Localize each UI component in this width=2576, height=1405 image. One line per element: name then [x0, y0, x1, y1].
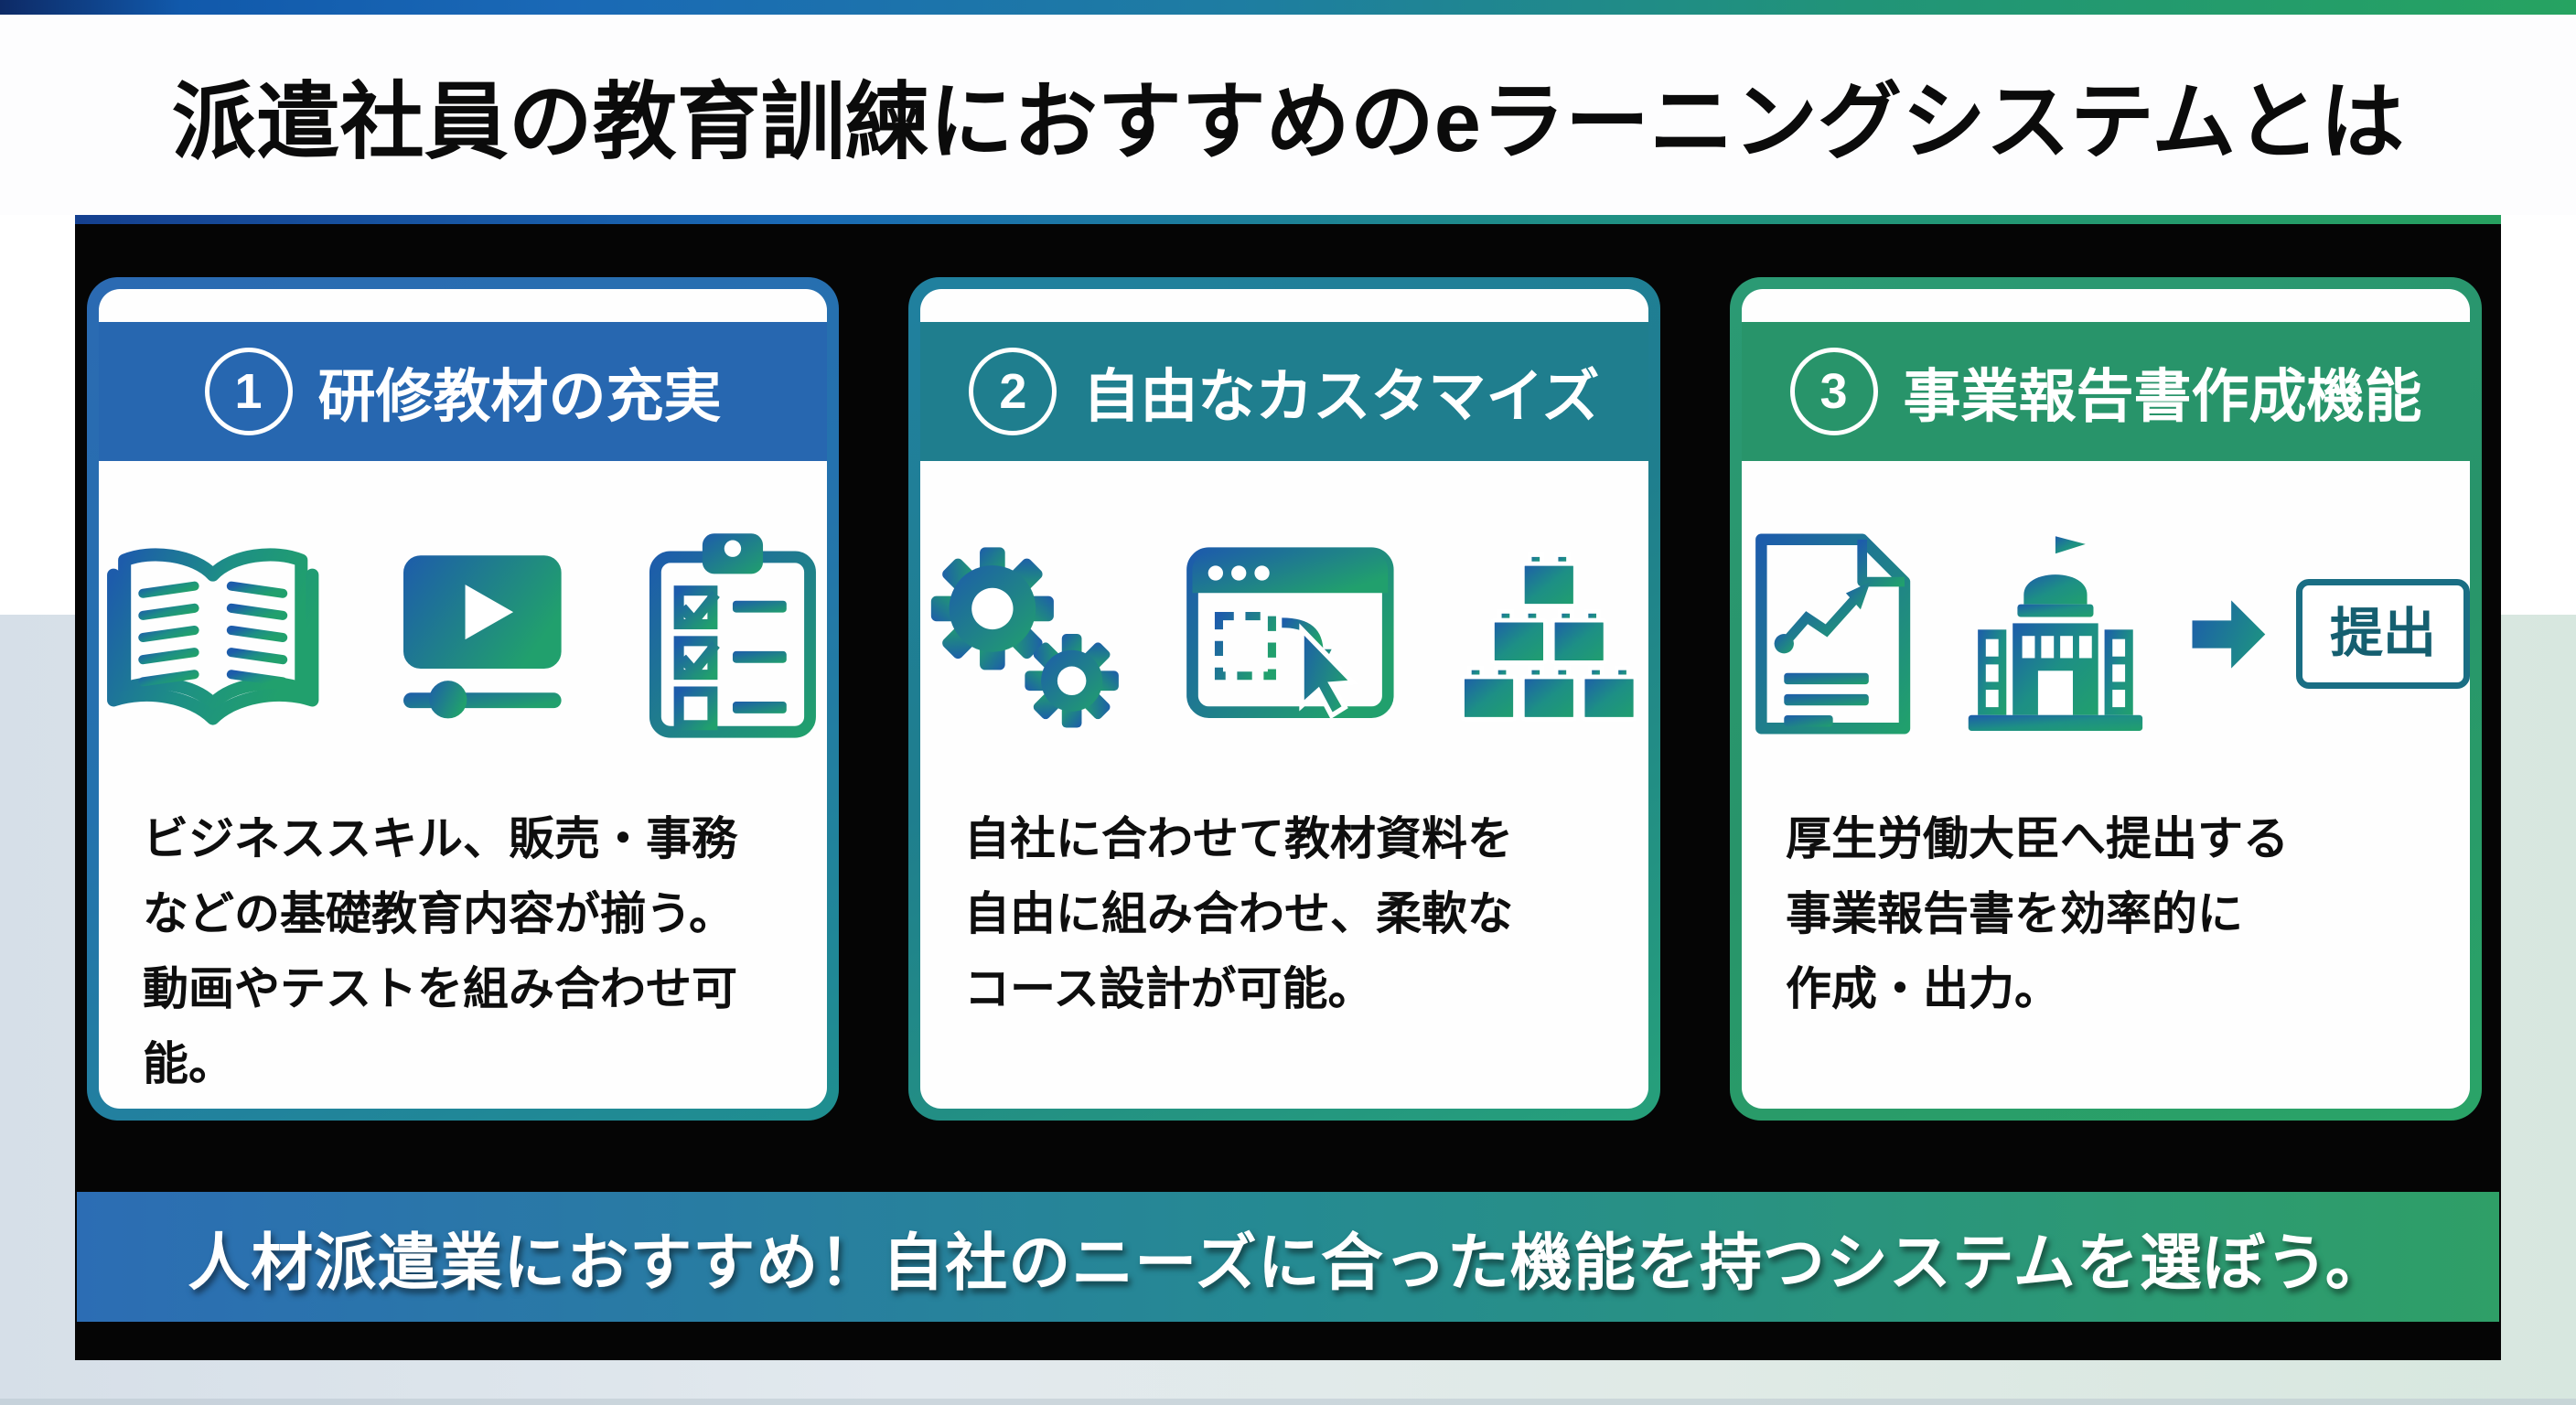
number-badge: 2 [969, 348, 1057, 435]
video-player-icon [403, 554, 563, 718]
gears-icon [930, 547, 1119, 728]
title-band: 派遣社員の教育訓練におすすめのeラーニングシステムとは [0, 15, 2576, 215]
open-book-icon [107, 548, 319, 725]
banner-text: 人材派遣業におすすめ！自社のニーズに合った機能を持つシステムを選ぼう。 [188, 1228, 2388, 1298]
bottom-edge-strip [0, 1399, 2576, 1405]
report-document-icon [1755, 533, 1911, 735]
card-icons [920, 483, 1648, 785]
submit-box: 提出 [2296, 579, 2470, 689]
card-body: 3 事業報告書作成機能 [1742, 289, 2470, 1109]
top-gradient-bar [0, 0, 2576, 15]
number-badge: 3 [1789, 348, 1878, 435]
card-title: 自由なカスタマイズ [1082, 364, 1600, 429]
card-header: 3 事業報告書作成機能 [1742, 322, 2470, 461]
card-body: 2 自由なカスタマイズ [920, 289, 1648, 1109]
arrow-right-icon [2192, 599, 2266, 669]
window-customize-icon [1186, 546, 1394, 719]
card-header: 1 研修教材の充実 [99, 322, 827, 461]
card-description: 自社に合わせて教材資料を 自由に組み合わせ、柔軟な コース設計が可能。 [964, 813, 1513, 1014]
card-training-materials: 1 研修教材の充実 [87, 277, 839, 1121]
card-header: 2 自由なカスタマイズ [920, 322, 1648, 461]
card-report-function: 3 事業報告書作成機能 [1730, 277, 2482, 1121]
cards-row: 1 研修教材の充実 [87, 277, 2482, 1121]
panel-top-gradient-line [75, 215, 2501, 224]
building-blocks-icon [1460, 552, 1638, 722]
card-description: 厚生労働大臣へ提出する 事業報告書を効率的に 作成・出力。 [1786, 813, 2289, 1014]
checklist-icon [649, 532, 817, 738]
card-icons: 提出 [1742, 483, 2470, 785]
government-building-icon [1969, 533, 2143, 731]
card-icons [99, 483, 827, 785]
content-panel: 1 研修教材の充実 [75, 215, 2501, 1360]
page-title: 派遣社員の教育訓練におすすめのeラーニングシステムとは [171, 76, 2405, 169]
number-badge: 1 [204, 348, 293, 435]
card-customization: 2 自由なカスタマイズ [908, 277, 1660, 1121]
card-description: ビジネススキル、販売・事務 などの基礎教育内容が揃う。 動画やテストを組み合わせ… [143, 813, 737, 1089]
card-title: 研修教材の充実 [317, 364, 722, 429]
card-title: 事業報告書作成機能 [1903, 364, 2422, 429]
card-body: 1 研修教材の充実 [99, 289, 827, 1109]
bottom-banner: 人材派遣業におすすめ！自社のニーズに合った機能を持つシステムを選ぼう。 [77, 1192, 2499, 1322]
